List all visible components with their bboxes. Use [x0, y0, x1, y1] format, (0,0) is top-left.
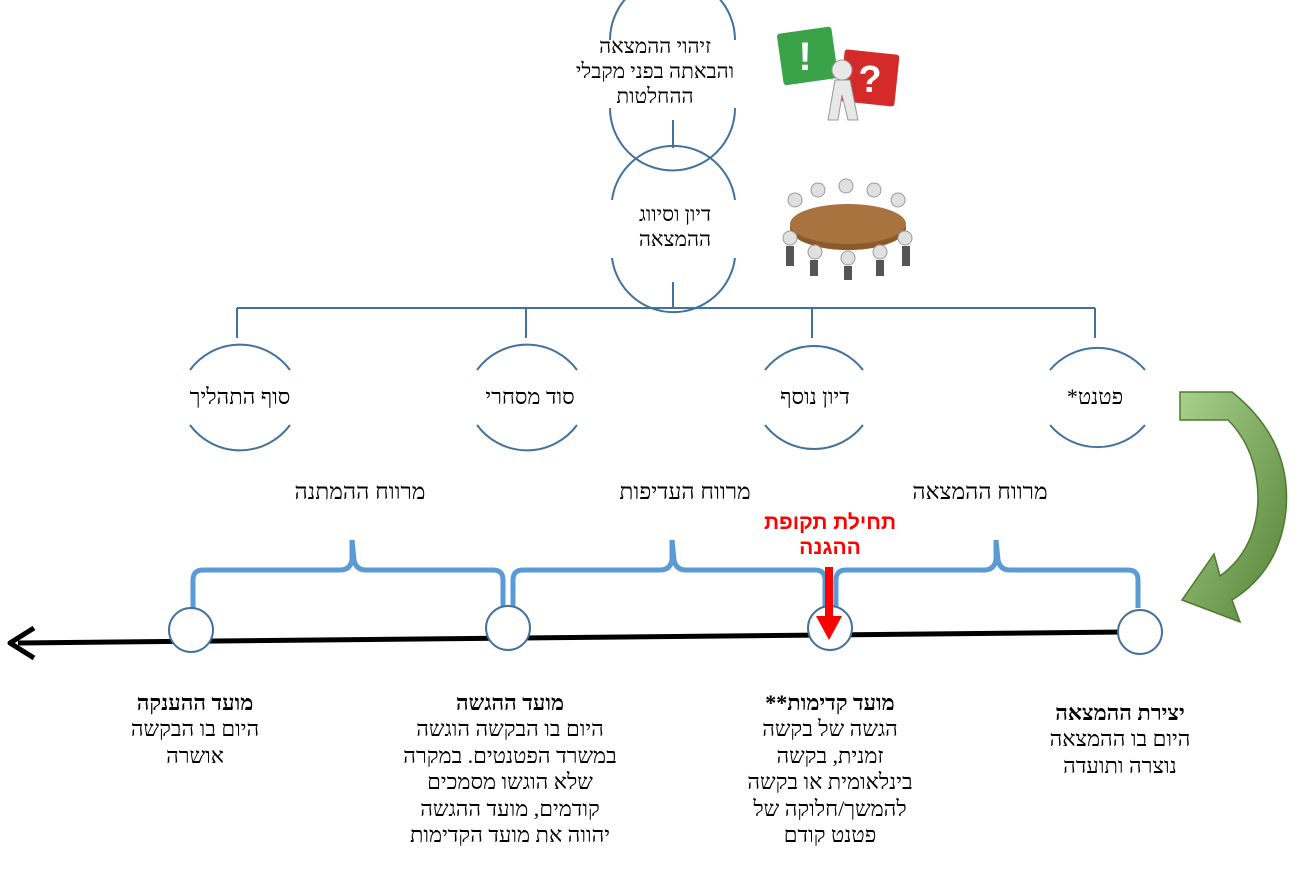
- bracket-invention: [833, 539, 1141, 608]
- branch-arc-further: [764, 344, 864, 451]
- branch-connectors: [236, 120, 1096, 338]
- protection-start-label: תחילת תקופת ההגנה: [763, 511, 897, 560]
- branch-arc-trade-secret: [476, 343, 578, 452]
- timeline-node-creation: [1117, 609, 1163, 655]
- branch-label-trade-secret: סוד מסחרי: [485, 384, 575, 409]
- margin-label-invention: מרווח ההמצאה: [912, 479, 1048, 504]
- timeline-node-filing: [485, 605, 531, 651]
- svg-text:?: ?: [858, 59, 881, 101]
- step-identification-label: זיהוי ההמצאה והבאתה בפני מקבלי ההחלטות: [575, 34, 735, 109]
- branch-label-end: סוף התהליך: [189, 384, 291, 409]
- event-grant-title: מועד ההענקה: [136, 690, 254, 715]
- event-filing: מועד ההגשה היום בו הבקשה הוגשה במשרד הפט…: [355, 690, 665, 848]
- margin-label-priority: מרווח העדיפות: [619, 479, 751, 504]
- event-priority-desc: הגשה של בקשה זמנית, בקשה בינלאומית או בק…: [747, 716, 913, 847]
- bracket-waiting: [190, 539, 506, 608]
- svg-text:!: !: [798, 35, 811, 79]
- protection-start-arrow: [816, 567, 842, 640]
- margin-label-waiting: מרווח ההמתנה: [294, 479, 426, 504]
- event-filing-title: מועד ההגשה: [455, 690, 564, 715]
- meeting-table-icon: [782, 178, 913, 280]
- branch-label-patent: פטנט*: [1066, 384, 1124, 409]
- event-creation-desc: היום בו ההמצאה נוצרה ותועדה: [1049, 726, 1191, 778]
- branch-arc-patent: [1049, 346, 1146, 449]
- step-arc-identification: [609, 0, 736, 172]
- step-discussion-label: דיון וסיווג ההמצאה: [638, 202, 712, 252]
- question-exclamation-icon: ! ?: [777, 26, 900, 121]
- timeline-node-grant: [168, 607, 214, 653]
- event-priority: מועד קדימות** הגשה של בקשה זמנית, בקשה ב…: [710, 690, 950, 848]
- green-curved-arrow: [1179, 391, 1288, 624]
- event-grant: מועד ההענקה היום בו הבקשה אושרה: [80, 690, 310, 769]
- branch-arc-end: [189, 343, 291, 452]
- event-filing-desc: היום בו הבקשה הוגשה במשרד הפטנטים. במקרה…: [403, 716, 617, 847]
- branch-label-further-discussion: דיון נוסף: [780, 384, 850, 409]
- bracket-priority: [510, 539, 828, 608]
- event-creation-title: יצירת ההמצאה: [1055, 700, 1185, 725]
- event-priority-title: מועד קדימות**: [765, 690, 895, 715]
- event-grant-desc: היום בו הבקשה אושרה: [130, 716, 260, 768]
- event-creation: יצירת ההמצאה היום בו ההמצאה נוצרה ותועדה: [1000, 700, 1240, 779]
